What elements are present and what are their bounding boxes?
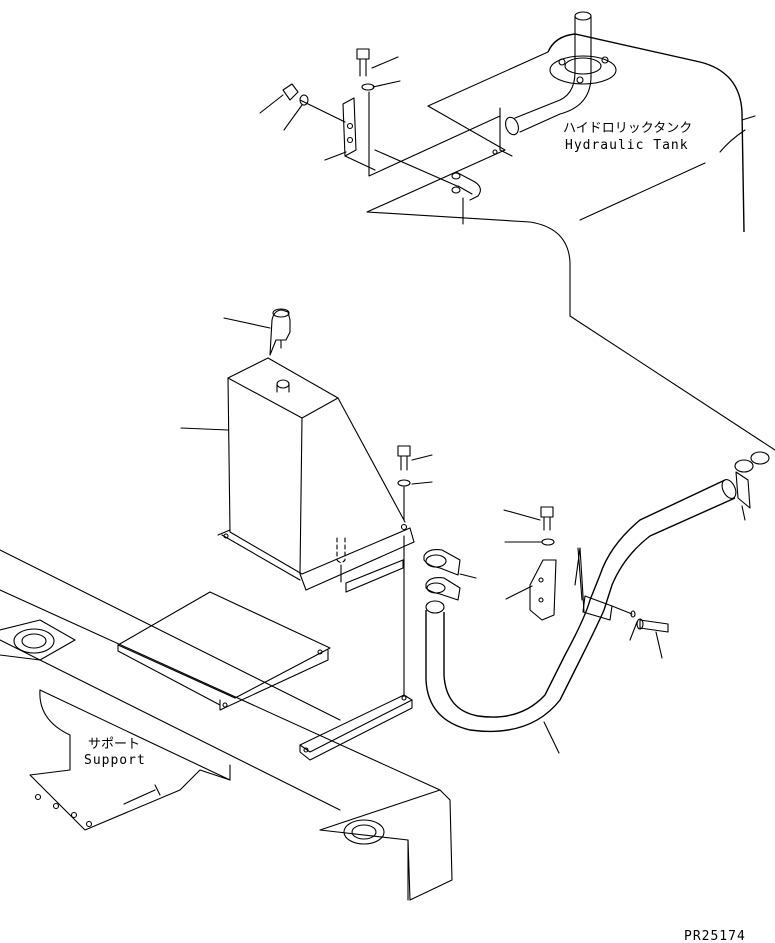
tank-top-pipe — [505, 11, 617, 136]
hose-assembly — [423, 451, 770, 733]
hydraulic-tank-label-jp: ハイドロリックタンク — [563, 121, 693, 136]
box-bolt — [336, 445, 411, 696]
support-label-jp: サポート — [88, 737, 141, 752]
hydraulic-tank — [366, 33, 775, 451]
drawing-code: PR25174 — [684, 929, 746, 943]
support-frame — [0, 549, 453, 901]
leader-lines-bottom — [180, 317, 663, 754]
leader-lines-top — [259, 56, 401, 161]
top-bracket-assembly — [282, 48, 513, 225]
support-label-en: Support — [84, 753, 146, 768]
hydraulic-tank-label-en: Hydraulic Tank — [565, 138, 689, 153]
reservoir-box — [217, 308, 415, 591]
